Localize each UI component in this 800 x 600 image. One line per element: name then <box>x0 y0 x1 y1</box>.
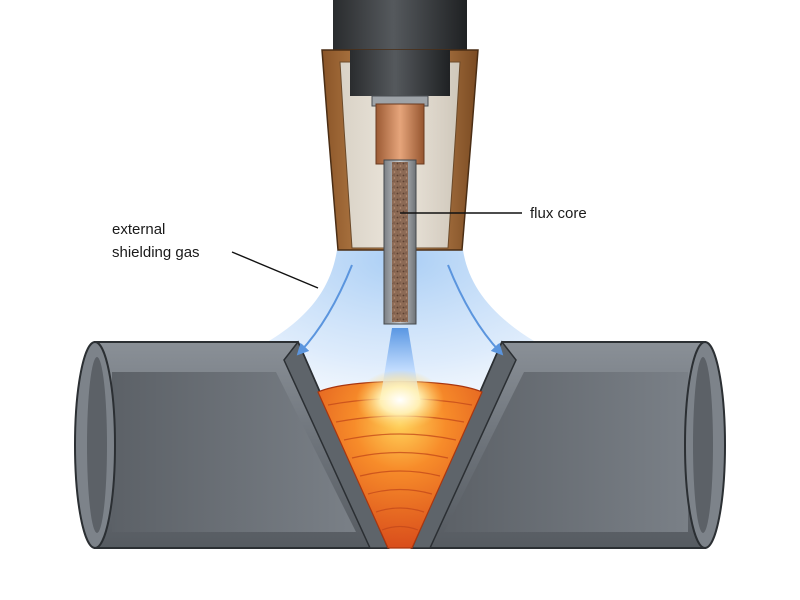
gas-leader <box>231 251 319 289</box>
gas-flow-arrow-right <box>447 264 504 356</box>
flux-core-label: flux core <box>530 205 587 222</box>
gas-flow-arrow-left <box>296 264 353 356</box>
left-pipe <box>74 340 390 549</box>
arc-glow <box>356 370 444 430</box>
gas-label-line2: shielding gas <box>112 244 200 261</box>
gas-label-line1: external <box>112 221 165 238</box>
contact-tip <box>371 95 429 165</box>
torch-body <box>333 0 467 58</box>
weld-pool <box>317 380 483 549</box>
flux-core <box>392 162 408 322</box>
torch-neck <box>350 50 450 96</box>
electrode-wire <box>383 159 417 325</box>
